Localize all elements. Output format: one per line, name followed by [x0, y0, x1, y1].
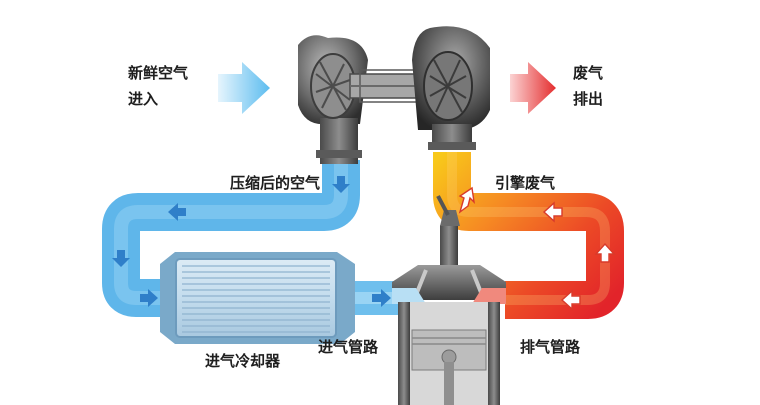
engine-cylinder [392, 195, 506, 405]
intake-manifold-label: 进气管路 [318, 338, 379, 356]
exhaust-manifold-label: 排气管路 [520, 338, 581, 356]
flow-arrow-left-icon [560, 289, 581, 311]
cold-flow-direction-icons [112, 176, 391, 307]
intercooler [160, 252, 355, 344]
flow-arrow-right-icon [372, 289, 391, 307]
compressed-air-label: 压缩后的空气 [230, 174, 321, 192]
hot-exhaust-pipe [433, 152, 624, 319]
hot-flow-direction-icons [458, 186, 616, 311]
flow-arrow-down-icon [332, 176, 350, 193]
flow-arrow-left-icon [542, 201, 563, 223]
fresh-air-label-line1: 新鲜空气 [128, 64, 189, 82]
fresh-air-arrow-icon [218, 62, 270, 114]
exhaust-out-arrow-icon [510, 62, 556, 114]
flow-arrow-down-icon [112, 250, 130, 267]
flow-arrow-up-icon [594, 242, 616, 263]
flow-arrow-up-icon [458, 186, 475, 214]
turbocharger [298, 26, 490, 164]
exhaust-label-line2: 排出 [573, 90, 604, 108]
exhaust-label-line1: 废气 [573, 64, 604, 82]
intercooler-label: 进气冷却器 [205, 352, 281, 370]
engine-exhaust-label: 引擎废气 [495, 174, 556, 192]
flow-arrow-left-icon [168, 203, 186, 221]
fresh-air-label-line2: 进入 [128, 90, 159, 108]
flow-arrow-right-icon [140, 289, 158, 307]
